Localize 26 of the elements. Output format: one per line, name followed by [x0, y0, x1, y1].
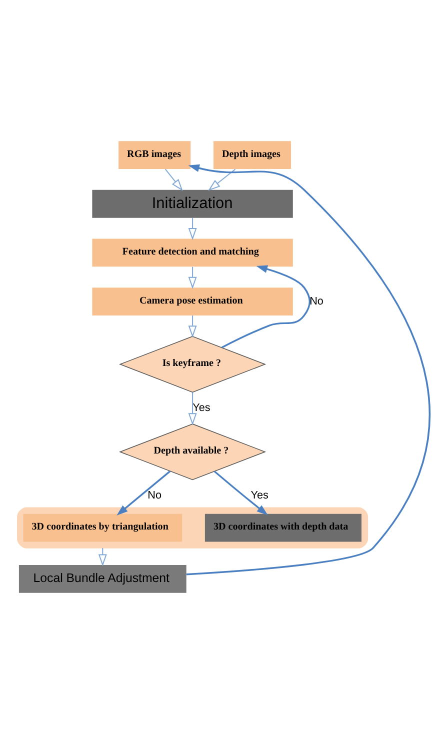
arrow	[116, 470, 171, 516]
node-box: RGB images	[118, 141, 191, 169]
arrow	[164, 168, 183, 191]
node-box: 3D coordinates with depth data	[204, 514, 362, 542]
arrow	[214, 470, 268, 516]
arrow	[188, 316, 197, 338]
arrow	[221, 265, 311, 348]
arrow	[186, 164, 430, 576]
node-box: Camera pose estimation	[92, 288, 293, 316]
arrow	[188, 218, 197, 240]
edge-label: Yes	[192, 402, 210, 414]
node-box: Feature detection and matching	[92, 238, 293, 267]
arrow	[98, 548, 107, 566]
node-diamond: Is keyframe ?	[119, 336, 266, 393]
node-box: Local Bundle Adjustment	[18, 565, 186, 593]
node-box: Depth images	[213, 141, 291, 169]
node-box: Initialization	[92, 190, 293, 218]
edge-label: No	[310, 295, 324, 308]
node-box: 3D coordinates by triangulation	[23, 514, 182, 542]
cluster	[17, 507, 368, 548]
edge-label: Yes	[250, 490, 268, 502]
arrow	[188, 266, 197, 289]
arrow	[188, 392, 197, 426]
arrow	[208, 168, 236, 191]
node-diamond: Depth available ?	[119, 424, 266, 480]
edge-label: No	[148, 490, 162, 502]
